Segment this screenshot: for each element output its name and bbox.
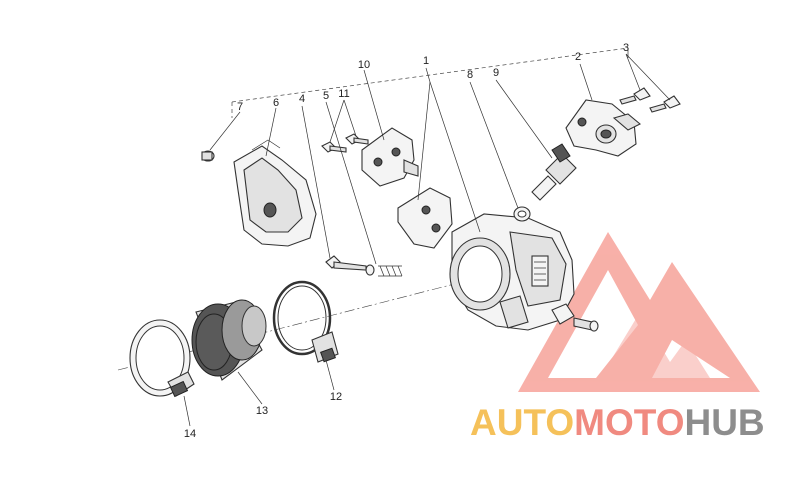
bracket-10: [361, 127, 419, 187]
clamp-14: [129, 319, 195, 398]
callout-13: 13: [256, 405, 268, 417]
watermark-moto: MOTO: [574, 402, 685, 443]
callout-11: 11: [338, 88, 349, 100]
bolt-4: [325, 255, 367, 271]
callout-9: 9: [493, 67, 499, 79]
spring-5: [365, 264, 403, 277]
bracket-plate: [397, 187, 453, 249]
callout-8: 8: [467, 69, 473, 81]
callout-14: 14: [184, 428, 196, 440]
sensor-connector: [551, 303, 599, 332]
intake-sleeve-13: [191, 299, 267, 381]
callout-4: 4: [299, 93, 305, 105]
screw-7: [201, 150, 215, 162]
callout-12: 12: [330, 391, 342, 403]
watermark-wordmark: AUTOMOTOHUB: [470, 402, 765, 444]
screw-11: [321, 133, 369, 153]
throttle-body-1: [449, 213, 575, 331]
fuel-rail-2: [565, 99, 641, 157]
callout-1: 1: [423, 55, 429, 67]
watermark-logo: [518, 232, 760, 392]
cover-6: [233, 139, 317, 247]
leader-lines: [183, 53, 671, 427]
callout-7: 7: [237, 101, 243, 113]
o-ring-8: [513, 206, 531, 222]
callout-5: 5: [323, 90, 329, 102]
callout-6: 6: [273, 97, 279, 109]
callout-10: 10: [358, 59, 370, 71]
callout-2: 2: [575, 51, 581, 63]
callout-3: 3: [623, 42, 629, 54]
clamp-12: [272, 280, 339, 363]
screw-3: [619, 87, 681, 113]
injector-9: [531, 143, 577, 201]
callout-labels: 1 2 3 4 5 6 7 8 9 10 11 12 13 14: [184, 42, 629, 440]
watermark-auto: AUTO: [470, 402, 575, 443]
watermark-hub: HUB: [684, 402, 765, 443]
